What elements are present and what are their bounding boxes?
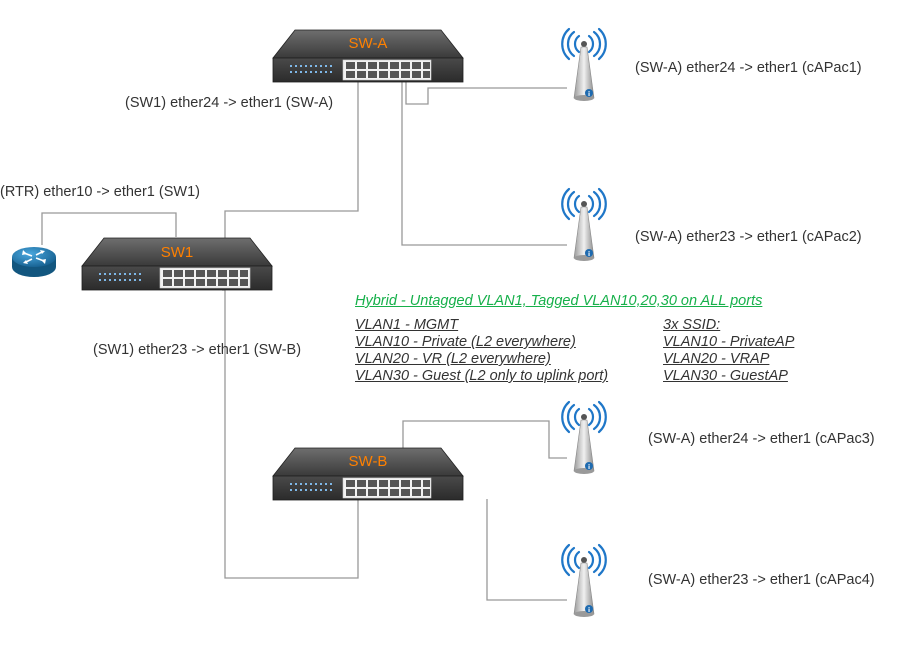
access-point-icon: i [561,27,607,101]
switch-icon: SW-A [272,29,464,83]
svg-text:i: i [588,464,590,471]
legend-ssid-item: VLAN30 - GuestAP [663,368,788,384]
link-label-ap2: (SW-A) ether23 -> ether1 (cAPac2) [635,229,862,245]
access-point-icon: i [561,187,607,261]
link-label-sw1-swb: (SW1) ether23 -> ether1 (SW-B) [93,342,302,358]
svg-text:i: i [588,91,590,98]
switch-label-swb: SW-B [349,453,388,470]
legend-vlan-item: VLAN20 - VR (L2 everywhere) [355,351,551,367]
link-swa-ap2 [401,81,567,246]
legend-ssid-item: VLAN20 - VRAP [663,351,770,367]
link-label-ap3: (SW-A) ether24 -> ether1 (cAPac3) [648,431,875,447]
legend-ssid-title: 3x SSID: [663,317,721,333]
access-point-icon: i [561,543,607,617]
legend-vlan-item: VLAN10 - Private (L2 everywhere) [355,334,576,350]
link-label-ap4: (SW-A) ether23 -> ether1 (cAPac4) [648,572,875,588]
link-swb-ap3 [402,420,567,459]
switch-label-swa: SW-A [349,35,388,52]
link-label-ap1: (SW-A) ether24 -> ether1 (cAPac1) [635,60,862,76]
legend-ssid-item: VLAN10 - PrivateAP [663,334,795,350]
link-rtr-sw1 [41,212,177,245]
legend-title: Hybrid - Untagged VLAN1, Tagged VLAN10,2… [355,293,763,309]
legend-vlan-item: VLAN1 - MGMT [355,317,459,333]
switch-icon: SW-B [272,447,464,501]
switch-icon: SW1 [81,237,273,291]
link-sw1-swb [222,289,359,579]
link-label-sw1-swa: (SW1) ether24 -> ether1 (SW-A) [125,95,334,111]
link-swb-ap4 [486,499,567,601]
link-label-rtr-sw1: (RTR) ether10 -> ether1 (SW1) [0,184,200,200]
access-point-icon: i [561,400,607,474]
svg-text:i: i [588,607,590,614]
svg-text:i: i [588,251,590,258]
switch-label-sw1: SW1 [161,244,194,261]
link-swa-ap1 [405,81,567,105]
legend-vlan-item: VLAN30 - Guest (L2 only to uplink port) [355,368,609,384]
router-icon [12,247,56,277]
